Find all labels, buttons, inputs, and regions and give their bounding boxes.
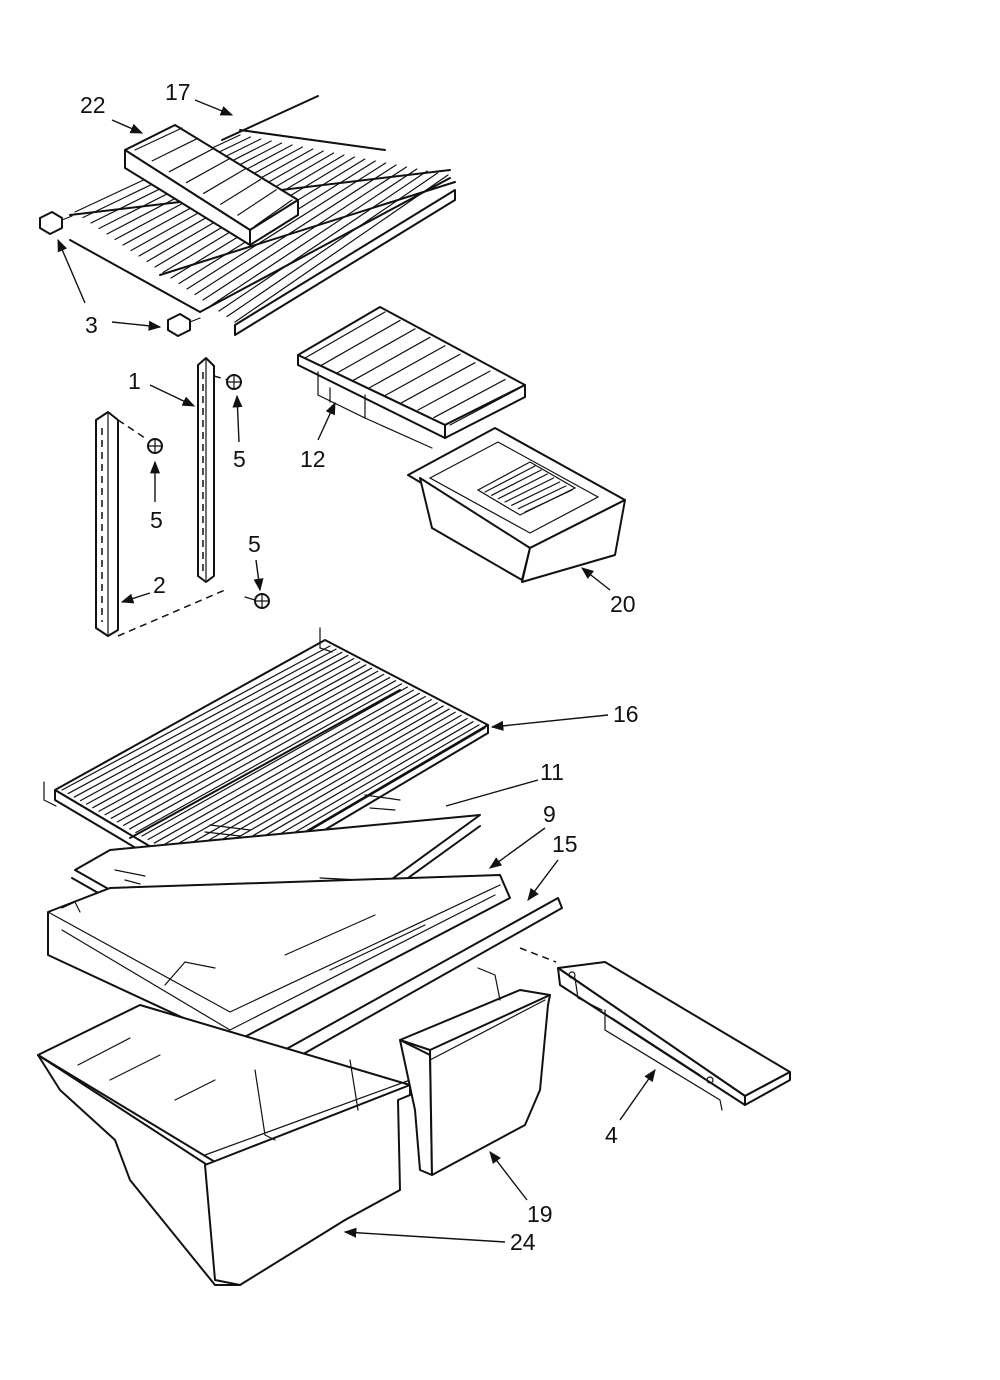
wire-stroke [504,477,555,503]
wire-stroke [237,189,277,216]
wire-stroke [153,692,421,844]
callout-20: 20 [610,591,636,617]
crisper-cover-support [519,947,791,1111]
callout-24: 24 [510,1229,536,1255]
callout-15: 15 [552,831,578,857]
wire-stroke [134,127,183,151]
wire-stroke [194,164,397,296]
callout-17: 17 [165,79,191,105]
callout-16: 16 [613,701,639,727]
wire-stroke [110,670,379,819]
wire-stroke [79,654,349,802]
wire-stroke [320,319,401,367]
wire-stroke [159,695,426,848]
wire-stroke [98,664,367,812]
callout-5-lower: 5 [248,531,261,557]
wire-stroke [304,311,386,359]
wire-stroke [61,645,331,791]
wire-stroke [517,485,567,510]
wire-stroke [184,708,450,862]
screw-icon [147,438,163,454]
screw-alignment-line [117,419,149,441]
screw-alignment-line-2 [213,375,229,381]
callout-19: 19 [527,1201,553,1227]
wire-stroke [336,328,416,374]
callout-11: 11 [540,759,564,785]
shelf-rail-right [197,357,215,583]
callout-5-upper: 5 [233,446,246,472]
wire-stroke [67,648,337,795]
wire-stroke [417,370,491,411]
wire-stroke [186,162,387,290]
callout-4: 4 [605,1122,618,1148]
callout-12: 12 [300,446,326,472]
rail-alignment-line [117,589,226,637]
wire-stroke [484,465,536,493]
wire-stroke [226,172,439,318]
wire-stroke [147,689,415,841]
screw-icon [226,374,242,390]
wire-stroke [202,166,407,301]
wire-stroke [141,686,409,837]
wire-stroke [151,137,199,162]
wire-stroke [168,147,215,173]
crisper-drawer-large [37,1004,411,1286]
wire-stroke [129,680,397,830]
wire-stroke [73,651,343,798]
meat-keeper-drawer [407,427,626,583]
callout-1: 1 [128,368,141,394]
callouts: 22 17 3 1 5 5 5 2 12 20 16 11 9 15 4 19 [57,79,656,1255]
wire-stroke [401,362,476,404]
wire-stroke [210,168,418,307]
wire-stroke [491,469,542,496]
crisper-cover-frame [47,874,511,1043]
screw-icon [244,593,270,609]
wire-stroke [384,353,461,396]
wire-stroke [254,199,293,227]
wire-stroke [92,661,361,809]
shelf-support-studs [39,211,201,337]
wire-stroke [497,473,548,500]
wire-stroke [524,489,573,513]
wire-stroke [352,336,431,381]
wire-stroke [511,481,561,506]
callout-22: 22 [80,92,106,118]
wire-stroke [122,676,391,826]
wire-stroke [178,705,444,858]
wire-stroke [234,174,449,323]
callout-3: 3 [85,312,98,338]
wire-stroke [220,178,262,205]
wire-stroke [185,158,230,184]
wire-stroke [202,168,246,195]
wire-stroke [433,378,506,419]
wire-stroke [135,683,403,834]
wire-stroke [104,667,373,816]
ice-cube-tray [124,124,299,246]
crisper-drawer-small [399,967,551,1176]
wire-stroke [449,387,521,426]
callout-9: 9 [543,801,556,827]
wire-stroke [172,702,438,855]
wire-stroke [86,658,355,805]
wire-stroke [368,345,446,389]
wire-stroke [218,170,428,312]
shelf-rail-left [95,411,119,637]
callout-5-middle: 5 [150,507,163,533]
wire-stroke [116,673,385,823]
meat-keeper-cover [297,306,526,449]
callout-2: 2 [153,572,166,598]
